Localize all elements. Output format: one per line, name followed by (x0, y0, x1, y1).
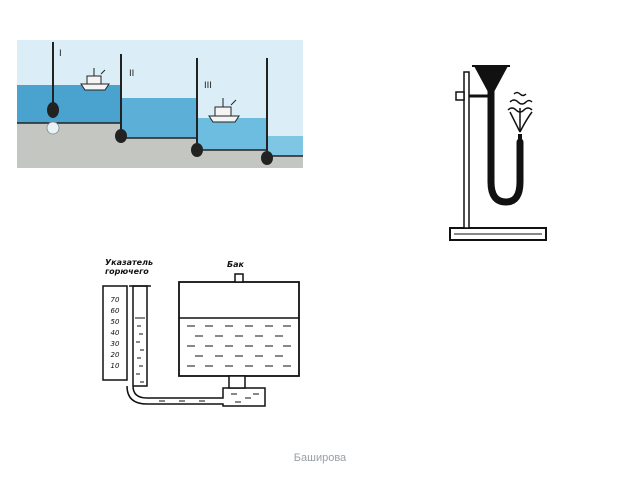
tank-label: Бак (227, 260, 244, 269)
nozzle (518, 134, 522, 144)
lock-gate-1 (47, 42, 59, 118)
ground-bed (17, 123, 303, 168)
lock-gate-4 (261, 58, 273, 165)
fountain-apparatus-diagram (449, 65, 547, 241)
water-lower-level (197, 118, 267, 150)
boat-2 (208, 98, 240, 123)
fuel-tank (178, 281, 300, 377)
chamber-label-2: II (129, 69, 134, 79)
tank-outlet (228, 375, 246, 389)
water-downstream-level (267, 136, 303, 156)
ship-lock-diagram: I II III (17, 40, 303, 168)
scale-tick-10: 10 (111, 362, 120, 370)
clamp-screw (455, 91, 465, 101)
connecting-pipe (126, 385, 266, 407)
funnel (474, 66, 508, 92)
lock-gate-2 (115, 54, 127, 143)
author-caption: Баширова (293, 452, 347, 464)
scale-tick-50: 50 (111, 318, 120, 326)
boat-1 (80, 68, 110, 91)
fuel-tank-diagram: Указатель горючего Бак 70 60 50 40 30 20… (102, 258, 300, 407)
lock-gate-1-open (46, 121, 60, 135)
water-upper-level (17, 85, 121, 123)
scale-tick-30: 30 (111, 340, 120, 348)
scale-tick-20: 20 (111, 351, 120, 359)
chamber-label-3: III (204, 81, 212, 91)
rubber-tube (487, 88, 524, 206)
tank-filler-neck (234, 273, 244, 283)
water-jet (507, 91, 533, 133)
gauge-title-line2: горючего (105, 267, 149, 276)
gauge-title-line1: Указатель (105, 258, 153, 267)
lock-gate-3 (191, 58, 203, 157)
chamber-label-1: I (59, 49, 62, 59)
tank-fuel (187, 325, 291, 367)
scale-tick-40: 40 (111, 329, 120, 337)
gauge-glass-tube (132, 285, 148, 387)
gauge-scale-box (102, 285, 128, 381)
water-middle-level (121, 98, 197, 138)
gauge-fuel-level (135, 317, 145, 383)
stand-rod (463, 71, 470, 229)
scale-tick-70: 70 (111, 296, 120, 304)
pipe-fuel (159, 393, 259, 403)
scale-tick-60: 60 (111, 307, 120, 315)
